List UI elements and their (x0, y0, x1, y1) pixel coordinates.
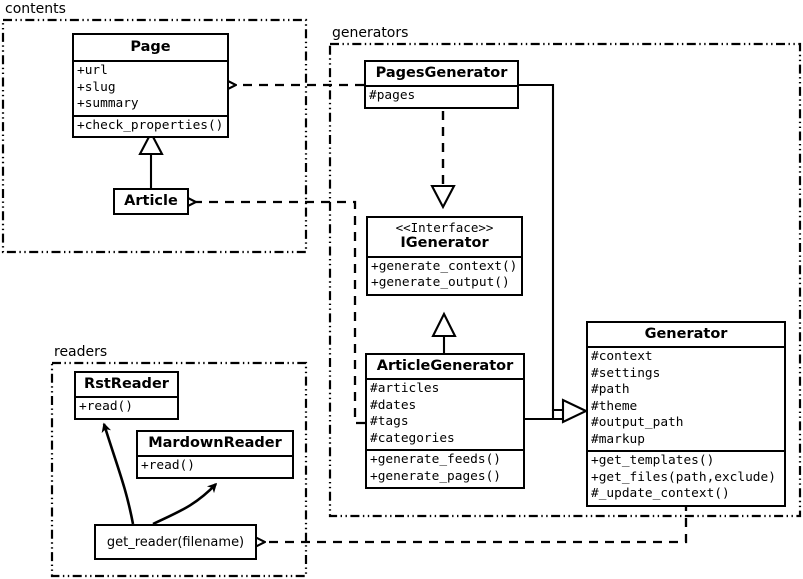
class-operations-articlegenerator: +generate_feeds() +generate_pages() (367, 449, 523, 487)
class-member: +check_properties() (77, 117, 224, 133)
edge-pagesgenerator-generalizes-generator (519, 83, 562, 412)
class-name-generator: Generator (644, 326, 728, 342)
class-member: #categories (370, 430, 455, 446)
edge-pagesgenerator-realizes-igenerator (430, 111, 456, 210)
class-member: +read() (79, 399, 133, 415)
class-member: +slug (77, 79, 116, 95)
class-name-article: Article (124, 193, 178, 209)
class-member: +get_files(path,exclude) (591, 469, 776, 485)
edge-articlegenerator-generalizes-igenerator (431, 311, 457, 353)
class-operations-rstreader: +read() (76, 396, 177, 418)
class-box-pagesgenerator[interactable]: PagesGenerator #pages (364, 60, 519, 109)
class-member: #output_path (591, 415, 684, 431)
class-box-page[interactable]: Page +url +slug +summary +check_properti… (72, 33, 229, 139)
class-box-articlegenerator[interactable]: ArticleGenerator #articles #dates #tags … (365, 353, 525, 490)
class-member: #context (591, 349, 653, 365)
class-box-article[interactable]: Article (113, 188, 189, 216)
class-member: +generate_pages() (370, 468, 501, 484)
function-box-get-reader[interactable]: get_reader(filename) (94, 524, 257, 560)
edge-generator-depends-getreader (265, 502, 688, 542)
class-box-igenerator[interactable]: <<Interface>> IGenerator +generate_conte… (366, 216, 523, 296)
class-member: #dates (370, 397, 417, 413)
class-member: +read() (141, 458, 195, 474)
class-title-igenerator: <<Interface>> IGenerator (368, 218, 521, 256)
package-label-generators: generators (332, 25, 409, 41)
edge-getreader-creates-rstreader (101, 422, 135, 525)
class-member: #path (591, 382, 630, 398)
class-attributes-articlegenerator: #articles #dates #tags #categories (367, 378, 523, 449)
class-name-rstreader: RstReader (84, 376, 169, 392)
class-member: #theme (591, 398, 638, 414)
class-name-mardownreader: MardownReader (148, 435, 282, 451)
class-member: #articles (370, 381, 440, 397)
class-member: +get_templates() (591, 453, 715, 469)
class-member: +generate_output() (371, 275, 510, 291)
package-label-contents: contents (5, 1, 66, 17)
class-member: #settings (591, 365, 661, 381)
class-name-pagesgenerator: PagesGenerator (375, 65, 508, 81)
class-box-rstreader[interactable]: RstReader +read() (74, 371, 179, 420)
class-operations-igenerator: +generate_context() +generate_output() (368, 255, 521, 294)
edge-article-generalizes-page (138, 130, 164, 188)
class-operations-mardownreader: +read() (138, 455, 292, 477)
edge-getreader-creates-mardownreader (152, 482, 218, 526)
package-label-readers: readers (54, 344, 108, 360)
edge-articlegenerator-generalizes-generator (525, 398, 589, 424)
class-member: +summary (77, 96, 139, 112)
class-member: +generate_context() (371, 258, 518, 274)
class-member: +generate_feeds() (370, 452, 501, 468)
class-member: #pages (369, 88, 416, 104)
class-name-igenerator: IGenerator (400, 235, 489, 252)
class-box-generator[interactable]: Generator #context #settings #path #them… (586, 321, 786, 507)
class-member: #tags (370, 414, 409, 430)
class-operations-generator: +get_templates() +get_files(path,exclude… (588, 450, 784, 505)
edge-articlegenerator-depends-article (196, 202, 365, 425)
class-name-articlegenerator: ArticleGenerator (376, 358, 514, 374)
class-member: #markup (591, 431, 645, 447)
class-member: #_update_context() (591, 486, 730, 502)
class-box-mardownreader[interactable]: MardownReader +read() (136, 430, 294, 479)
class-attributes-generator: #context #settings #path #theme #output_… (588, 346, 784, 450)
class-name-page: Page (130, 39, 171, 55)
class-operations-page: +check_properties() (74, 114, 227, 137)
class-attributes-pagesgenerator: #pages (366, 85, 517, 107)
class-stereotype-igenerator: <<Interface>> (395, 220, 494, 235)
function-label-get-reader: get_reader(filename) (106, 534, 245, 550)
class-member: +url (77, 63, 108, 79)
class-attributes-page: +url +slug +summary (74, 60, 227, 115)
